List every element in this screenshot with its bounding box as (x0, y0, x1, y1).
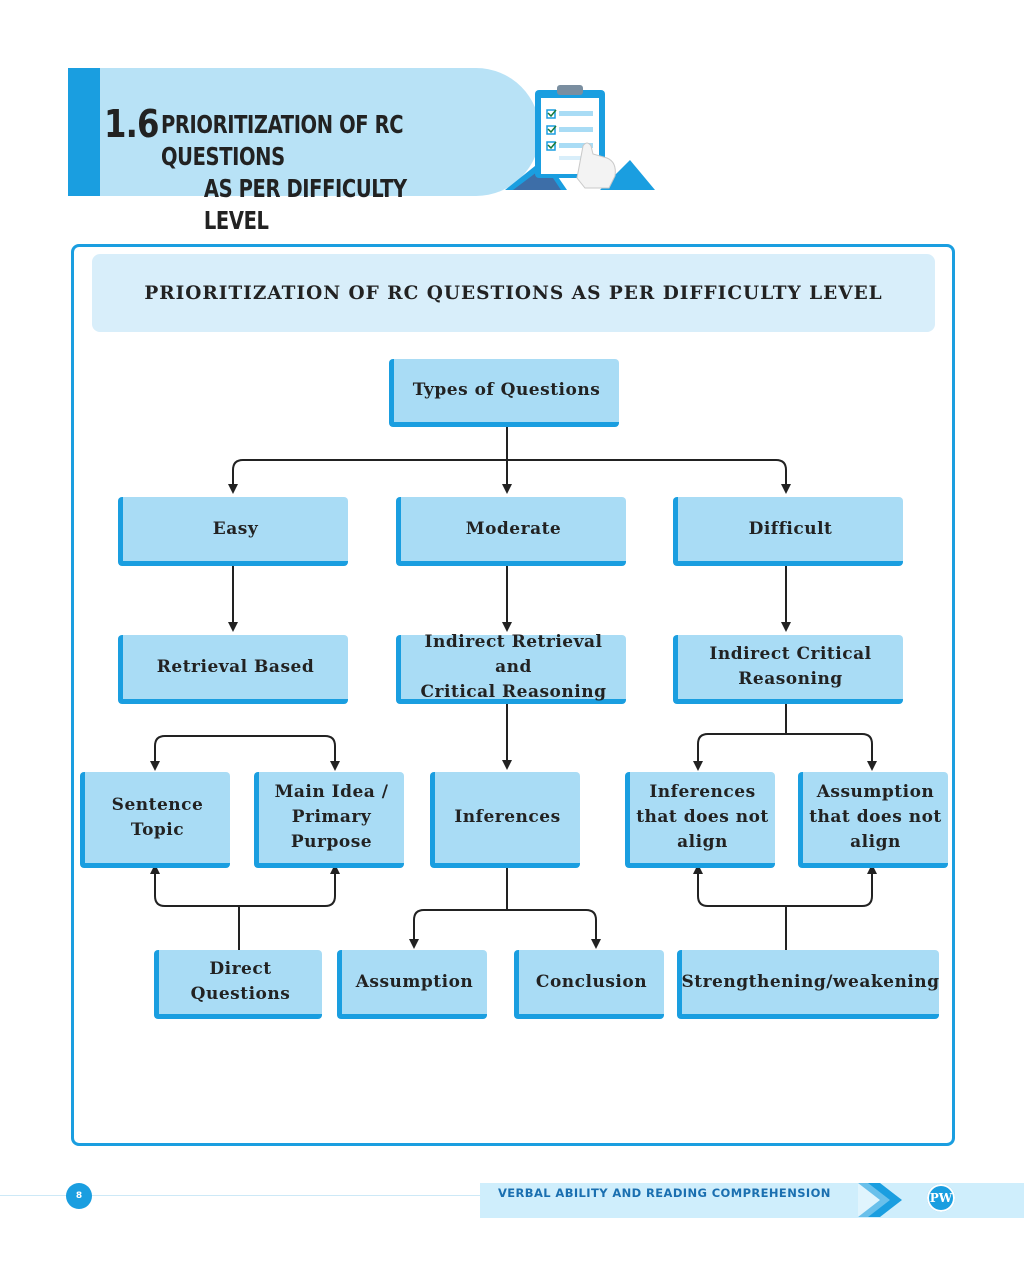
node-difficult: Difficult (673, 497, 903, 566)
section-title-line1: PRIORITIZATION OF RC QUESTIONS (161, 110, 404, 171)
page-number: 8 (66, 1183, 92, 1209)
section-number: 1.6 (104, 102, 160, 146)
node-inferences: Inferences (430, 772, 580, 868)
footer-rule (0, 1195, 500, 1196)
diagram-frame (71, 244, 955, 1146)
connector-strength-join (697, 871, 873, 907)
node-assumption: Assumption (337, 950, 487, 1019)
publisher-logo: PW (927, 1184, 955, 1212)
node-easy: Easy (118, 497, 348, 566)
node-strengthening-weakening: Strengthening/weakening (677, 950, 939, 1019)
node-inferences-not-align: Inferences that does not align (625, 772, 775, 868)
connector-easy-split (154, 735, 336, 766)
node-conclusion: Conclusion (514, 950, 664, 1019)
connector-root-branch (232, 459, 787, 486)
connector-critical-split (697, 733, 873, 766)
section-title: PRIORITIZATION OF RC QUESTIONS AS PER DI… (161, 109, 434, 237)
diagram-title: PRIORITIZATION OF RC QUESTIONS AS PER DI… (92, 254, 935, 332)
node-assumption-not-align: Assumption that does not align (798, 772, 948, 868)
node-main-idea: Main Idea / Primary Purpose (254, 772, 404, 868)
node-indirect-retrieval: Indirect Retrieval and Critical Reasonin… (396, 632, 626, 704)
book-title: VERBAL ABILITY AND READING COMPREHENSION (498, 1186, 831, 1200)
node-retrieval-based: Retrieval Based (118, 635, 348, 704)
header-accent-stripe (68, 68, 100, 196)
clipboard-checklist-icon (505, 85, 655, 190)
connector-direct-join (154, 871, 336, 907)
node-types-of-questions: Types of Questions (389, 359, 619, 427)
chevron-right-icon (858, 1183, 902, 1217)
node-sentence-topic: Sentence Topic (80, 772, 230, 868)
connector-inferences-split (413, 909, 597, 945)
section-title-line2: AS PER DIFFICULTY LEVEL (203, 174, 407, 235)
node-moderate: Moderate (396, 497, 626, 566)
header-banner (100, 68, 540, 196)
node-indirect-critical: Indirect Critical Reasoning (673, 635, 903, 704)
node-direct-questions: Direct Questions (154, 950, 322, 1019)
